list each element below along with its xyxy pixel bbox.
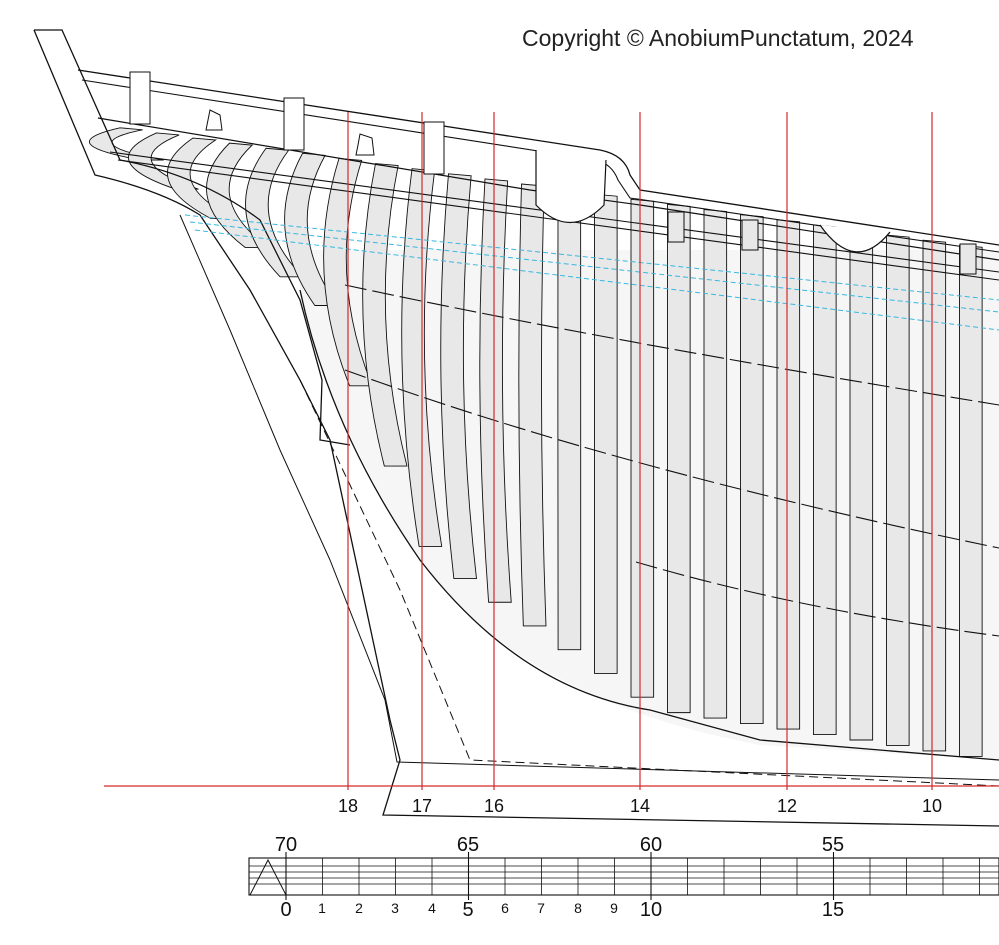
station-label: 10 [922,796,942,816]
cleat [355,133,375,156]
scale-bar: 70 65 60 55 0 5 10 15 1 2 3 4 6 7 8 9 [248,834,999,921]
frame-timber [776,219,801,730]
frame-timber [813,224,837,735]
timberhead [423,121,445,175]
scale-frame [248,857,999,896]
cleat [205,109,223,131]
scale-bottom-label: 10 [640,899,662,921]
scale-minor-label: 7 [537,900,545,916]
port-block [741,219,759,251]
frame-timber [922,239,947,752]
frame-timbers [88,127,983,757]
scale-top-label: 55 [822,834,844,856]
station-label: 12 [777,796,797,816]
scale-minor-label: 8 [574,900,582,916]
ribband [344,284,999,406]
frame-timber [440,173,477,579]
station-label: 16 [484,796,504,816]
scale-bottom-label: 0 [280,899,291,921]
frame-timber [557,188,582,651]
scale-bottom-label: 15 [822,899,844,921]
frame-timber [959,244,983,757]
timberhead [283,97,305,151]
waterlines [184,214,999,331]
keel-curve [299,289,999,761]
scale-top-label: 70 [275,834,297,856]
waterline [194,229,999,331]
timberhead [129,71,151,125]
frame-timber [362,163,408,467]
scale-bottom-label: 5 [462,899,473,921]
scale-minor-label: 3 [391,900,399,916]
station-label: 18 [338,796,358,816]
scale-minor-label: 1 [318,900,326,916]
scale-top-label: 60 [640,834,662,856]
scale-minor-label: 9 [610,900,618,916]
bulwark-rails [77,69,999,281]
frame-timber [667,203,691,714]
frame-timber [886,234,910,746]
frame-timber [740,214,764,725]
scale-minor-label: 4 [428,900,436,916]
gun-port-1 [535,150,607,224]
stem-front [33,29,999,827]
stem-inner [179,214,999,781]
scale-minor-label: 2 [355,900,363,916]
frame-timber [88,127,164,161]
scale-minor-label: 6 [501,900,509,916]
scale-divisions [249,852,999,900]
timberheads [129,71,977,275]
scale-triangle [249,858,287,896]
gun-port-2 [819,224,891,253]
top-rail [77,69,999,246]
ribbands [344,284,999,637]
gripe-line [299,379,999,787]
scale-top-label: 65 [457,834,479,856]
frame-timber [128,132,199,190]
waterline [184,214,999,301]
copyright-notice: Copyright © AnobiumPunctatum, 2024 [522,25,914,51]
frame-timber [518,183,547,627]
port-block [667,211,685,243]
ribband [344,369,999,549]
port-block [959,243,977,275]
frame-timber [849,229,874,741]
station-label: 17 [412,796,432,816]
station-lines [347,112,933,790]
frame-timber [630,198,655,698]
station-label: 14 [630,796,650,816]
frame-timber [479,178,512,603]
ribband [635,561,999,637]
station-labels: 18 17 16 14 12 10 [338,796,942,816]
frame-timber [703,209,728,719]
frame-timber [594,193,618,674]
frame-timber [284,152,339,306]
